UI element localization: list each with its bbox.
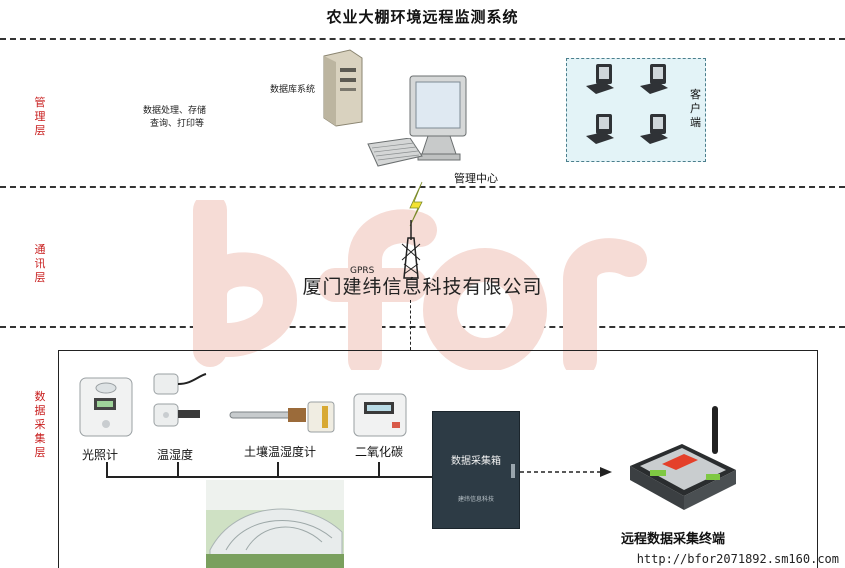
clients-label: 客户端: [690, 88, 701, 129]
keyboard-icon: [367, 138, 423, 167]
remote-terminal-label: 远程数据采集终端: [621, 532, 726, 547]
sensor-bus-line: [106, 476, 433, 478]
sensor-label-temp-humidity: 温湿度: [157, 448, 194, 462]
client-computers-icon: [586, 64, 668, 144]
bus-drop-temp: [177, 462, 179, 477]
sensor-label-soil: 土壤温湿度计: [244, 445, 317, 459]
co2-sensor-icon: [353, 393, 407, 437]
diagram-title: 农业大棚环境远程监测系统: [326, 8, 519, 26]
layer-label-communication: 通讯层: [34, 243, 46, 284]
separator-communication: [0, 326, 845, 328]
processing-note-line1: 数据处理、存储: [143, 106, 207, 116]
company-name: 厦门建纬信息科技有限公司: [302, 276, 543, 298]
separator-management: [0, 186, 845, 188]
sensor-label-co2: 二氧化碳: [355, 445, 404, 459]
temp-humidity-sensor-icon: [153, 373, 207, 427]
bus-drop-soil: [277, 462, 279, 477]
layer-label-management: 管理层: [34, 96, 46, 137]
cabinet-title: 数据采集箱: [451, 456, 501, 467]
separator-top: [0, 38, 845, 40]
light-meter-icon: [79, 377, 133, 437]
greenhouse-photo: [206, 480, 344, 568]
management-center-label: 管理中心: [454, 172, 498, 185]
data-acquisition-cabinet: 数据采集箱 建纬信息科技: [432, 411, 520, 529]
arrow-to-terminal: [520, 467, 612, 477]
footer-url: http://bfor2071892.sm160.com: [636, 552, 839, 566]
processing-note-line2: 查询、打印等: [150, 119, 205, 129]
bus-drop-light: [106, 462, 108, 477]
sensor-label-light: 光照计: [82, 448, 119, 462]
uplink-connector: [410, 300, 411, 350]
clients-box: [566, 58, 706, 162]
database-label: 数据库系统: [270, 85, 316, 95]
soil-probe-icon: [229, 401, 335, 433]
monitor-icon: [409, 75, 467, 161]
bfor-watermark-logo: [193, 200, 647, 370]
cabinet-handle: [511, 464, 515, 478]
bus-drop-co2: [378, 462, 380, 477]
cabinet-subtitle: 建纬信息科技: [457, 496, 494, 503]
acquisition-frame: [58, 350, 818, 568]
database-server-icon: [323, 49, 363, 127]
gprs-label: GPRS: [350, 266, 375, 276]
layer-label-acquisition: 数据采集层: [34, 390, 46, 459]
remote-terminal-device-icon: [630, 406, 736, 510]
gprs-signal-icon: [401, 181, 423, 279]
